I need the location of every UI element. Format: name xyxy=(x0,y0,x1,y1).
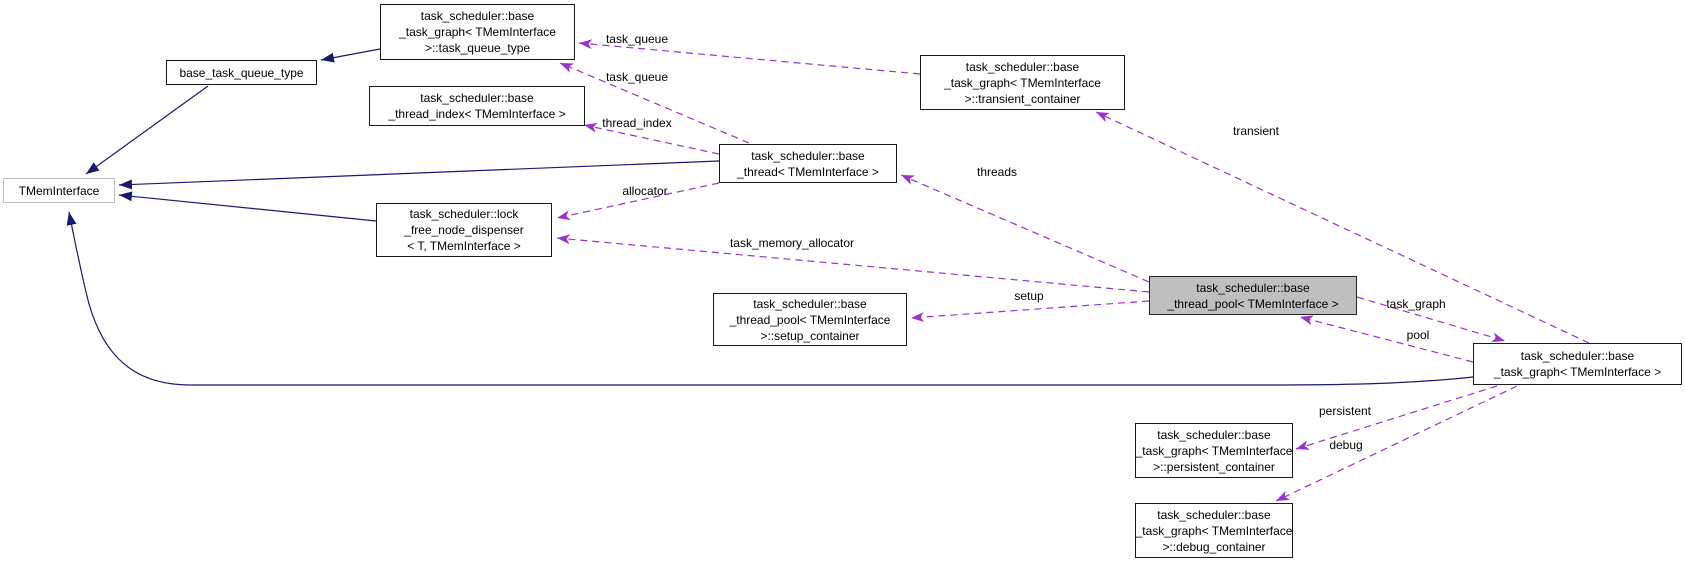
node-base-thread-index-line: task_scheduler::base xyxy=(420,91,534,105)
edge-label-debug: debug xyxy=(1329,438,1363,452)
node-task-queue-type-line: task_scheduler::base xyxy=(420,9,535,23)
edge-inherit-graph-tmem xyxy=(66,211,1474,386)
node-base-task-graph-line: task_scheduler::base xyxy=(1520,349,1635,363)
edge-inherit-lock-tmem xyxy=(118,191,377,222)
edge-label-task-queue-1: task_queue xyxy=(605,32,669,46)
edge-inherit-thread-tmem xyxy=(118,160,720,190)
edge-task-queue-2 xyxy=(559,62,750,144)
edge-label-allocator: allocator xyxy=(622,184,668,198)
node-tmem-interface-line: TMemInterface xyxy=(18,183,100,198)
node-persistent-container[interactable]: task_scheduler::base_task_graph< TMemInt… xyxy=(1135,423,1293,478)
edge-label-thread-index: thread_index xyxy=(602,116,672,130)
edge-label-pool: pool xyxy=(1406,328,1430,342)
edge-inherit-queue-type xyxy=(320,48,381,63)
node-persistent-container-line: >::persistent_container xyxy=(1153,459,1275,474)
node-setup-container-line: _thread_pool< TMemInterface xyxy=(729,312,891,327)
node-lock-free-node-dispenser[interactable]: task_scheduler::lock_free_node_dispenser… xyxy=(376,203,552,257)
node-base-task-graph-line: _task_graph< TMemInterface > xyxy=(1493,365,1662,379)
edge-task-memory-allocator xyxy=(556,234,1150,293)
node-base-thread-line: _thread< TMemInterface > xyxy=(737,164,879,179)
edge-allocator xyxy=(556,182,720,221)
node-transient-container-line: _task_graph< TMemInterface xyxy=(944,75,1101,90)
edge-setup xyxy=(910,300,1150,323)
edge-label-task-memory-allocator: task_memory_allocator xyxy=(729,236,855,250)
node-lock-free-node-dispenser-line: < T, TMemInterface > xyxy=(407,239,521,253)
edge-task-graph xyxy=(1356,296,1506,343)
node-task-queue-type-line: _task_graph< TMemInterface xyxy=(399,25,556,39)
edge-label-task-graph: task_graph xyxy=(1386,297,1446,311)
node-persistent-container-line: task_scheduler::base xyxy=(1157,427,1271,442)
node-base-thread-pool: task_scheduler::base_thread_pool< TMemIn… xyxy=(1149,276,1357,315)
node-base-thread-index[interactable]: task_scheduler::base_thread_index< TMemI… xyxy=(369,86,585,126)
node-base-thread-pool-line: _thread_pool< TMemInterface > xyxy=(1167,296,1339,311)
node-setup-container-line: >::setup_container xyxy=(760,328,860,343)
node-base-thread[interactable]: task_scheduler::base_thread< TMemInterfa… xyxy=(719,144,897,183)
node-base-thread-pool-line: task_scheduler::base xyxy=(1196,280,1310,295)
node-lock-free-node-dispenser-line: task_scheduler::lock xyxy=(409,207,519,221)
edge-inherit-btqt-tmem xyxy=(85,85,209,175)
node-tmem-interface: TMemInterface xyxy=(3,178,115,203)
node-transient-container-line: >::transient_container xyxy=(964,91,1081,106)
node-transient-container[interactable]: task_scheduler::base_task_graph< TMemInt… xyxy=(920,55,1125,110)
node-base-task-queue-type[interactable]: base_task_queue_type xyxy=(166,60,317,85)
edge-label-setup: setup xyxy=(1014,289,1044,303)
edge-label-persistent: persistent xyxy=(1318,404,1372,418)
edge-task-queue-1 xyxy=(578,39,921,75)
edge-label-task-queue-2: task_queue xyxy=(605,70,669,84)
node-task-queue-type[interactable]: task_scheduler::base_task_graph< TMemInt… xyxy=(380,4,575,60)
node-debug-container-line: task_scheduler::base xyxy=(1157,507,1271,522)
edge-label-transient: transient xyxy=(1232,124,1280,138)
edge-threads xyxy=(900,174,1150,283)
node-debug-container-line: >::debug_container xyxy=(1162,539,1266,554)
node-task-queue-type-line: >::task_queue_type xyxy=(424,41,531,55)
node-setup-container-line: task_scheduler::base xyxy=(753,296,867,311)
node-setup-container[interactable]: task_scheduler::base_thread_pool< TMemIn… xyxy=(713,293,907,346)
node-lock-free-node-dispenser-line: _free_node_dispenser xyxy=(404,223,524,237)
node-transient-container-line: task_scheduler::base xyxy=(965,59,1080,74)
node-debug-container-line: _task_graph< TMemInterface xyxy=(1135,523,1293,538)
edge-pool xyxy=(1299,315,1474,363)
edge-label-threads: threads xyxy=(976,165,1018,179)
node-base-thread-index-line: _thread_index< TMemInterface > xyxy=(388,107,566,121)
edge-debug xyxy=(1275,385,1518,502)
node-base-task-graph[interactable]: task_scheduler::base_task_graph< TMemInt… xyxy=(1473,343,1682,385)
node-base-thread-line: task_scheduler::base xyxy=(751,148,865,163)
node-persistent-container-line: _task_graph< TMemInterface xyxy=(1135,443,1293,458)
edge-transient xyxy=(1095,111,1590,344)
node-debug-container[interactable]: task_scheduler::base_task_graph< TMemInt… xyxy=(1135,503,1293,558)
node-base-task-queue-type-line: base_task_queue_type xyxy=(179,65,304,80)
